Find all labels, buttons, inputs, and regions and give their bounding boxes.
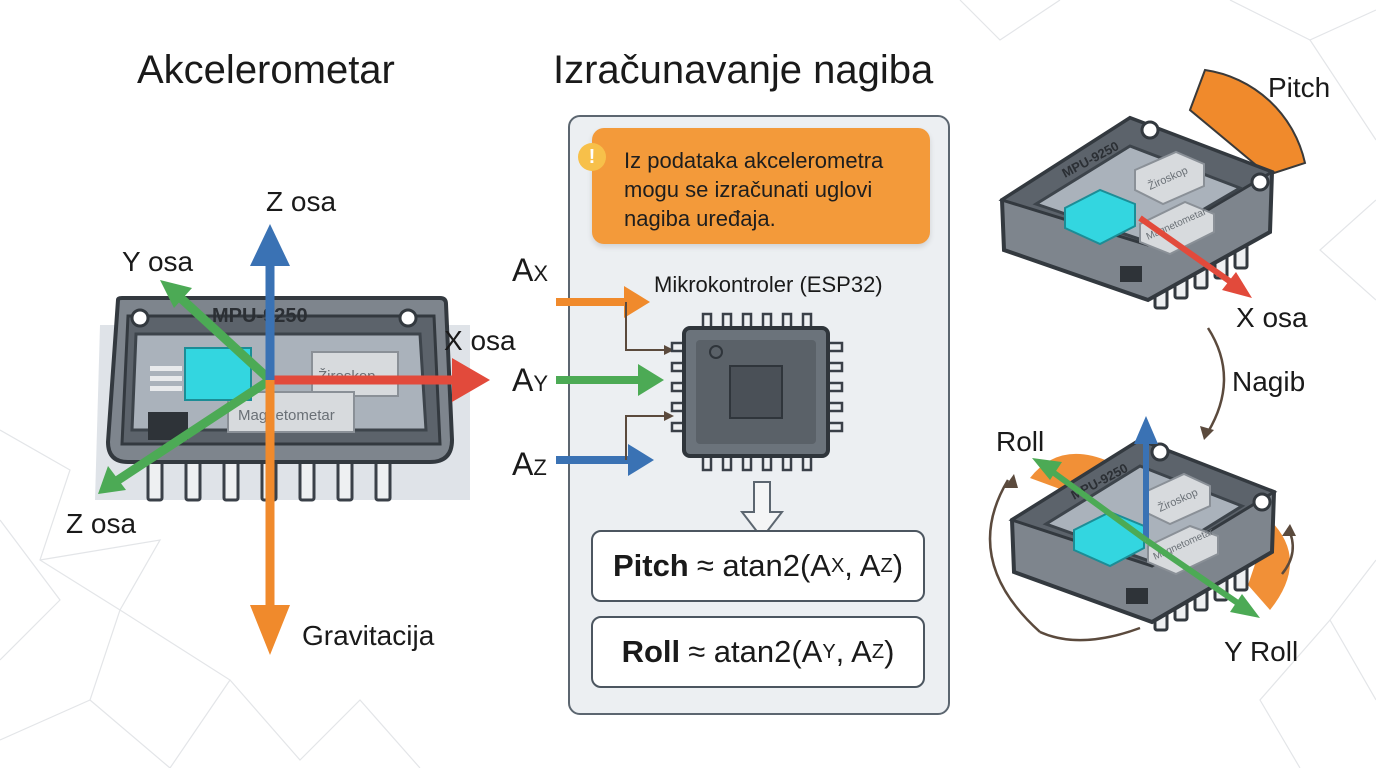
bottom-z-axis-arrow — [1134, 416, 1158, 540]
top-chip: MPU-9250 Žiroskop Magnetometar — [998, 115, 1276, 310]
az-arrow — [556, 444, 654, 476]
pitch-label: Pitch — [1268, 72, 1331, 103]
right-x-axis-label: X osa — [1236, 302, 1308, 333]
roll-formula-name: Roll — [621, 634, 681, 669]
z-axis-up-arrow — [250, 224, 290, 380]
mcu-label: Mikrokontroler (ESP32) — [654, 272, 883, 297]
ay-arrow — [556, 364, 664, 396]
pitch-formula-name: Pitch — [612, 548, 689, 583]
gravity-label: Gravitacija — [302, 620, 435, 651]
z-axis-up-label: Z osa — [266, 186, 337, 217]
bottom-y-axis-arrow — [1144, 537, 1260, 618]
roll-label: Roll — [996, 426, 1045, 457]
middle-title: Izračunavanje nagiba — [553, 48, 934, 92]
warning-icon: ! — [578, 143, 606, 171]
mag-label: Magnetometar — [238, 407, 335, 424]
x-axis-arrow — [270, 358, 490, 402]
ax-label: AX — [512, 252, 549, 288]
ay-label: AY — [512, 362, 549, 398]
info-note — [592, 128, 930, 244]
top-x-axis-arrow — [1138, 215, 1252, 298]
z-axis-down-left-arrow — [98, 376, 273, 494]
accelerometer-diagram: MPU-9250 Žiroskop Magnetometar — [95, 224, 490, 655]
az-label: AZ — [512, 446, 547, 482]
x-axis-label: X osa — [444, 325, 516, 356]
nagib-label: Nagib — [1232, 366, 1306, 397]
pitch-wedge — [1188, 68, 1307, 177]
info-note-text: Iz podataka akcelerometra mogu se izraču… — [624, 148, 884, 231]
left-title: Akcelerometar — [137, 48, 395, 92]
bottom-roll-axis-arrow — [1032, 458, 1148, 543]
ax-arrow — [556, 286, 650, 318]
chip-label: MPU-9250 — [212, 305, 308, 327]
y-roll-label: Y Roll — [1224, 636, 1299, 667]
roll-curve-arrow — [988, 479, 1041, 633]
down-arrow — [739, 481, 785, 540]
gravity-arrow — [250, 380, 290, 655]
tilt-diagrams: MPU-9250 Žiroskop Magnetometar MPU-9250 … — [988, 68, 1307, 642]
y-axis-arrow — [160, 280, 274, 384]
mcu-diagram — [556, 286, 844, 540]
y-axis-label: Y osa — [122, 246, 194, 277]
z-axis-down-label: Z osa — [66, 508, 137, 539]
nagib-arrow — [1206, 327, 1226, 433]
